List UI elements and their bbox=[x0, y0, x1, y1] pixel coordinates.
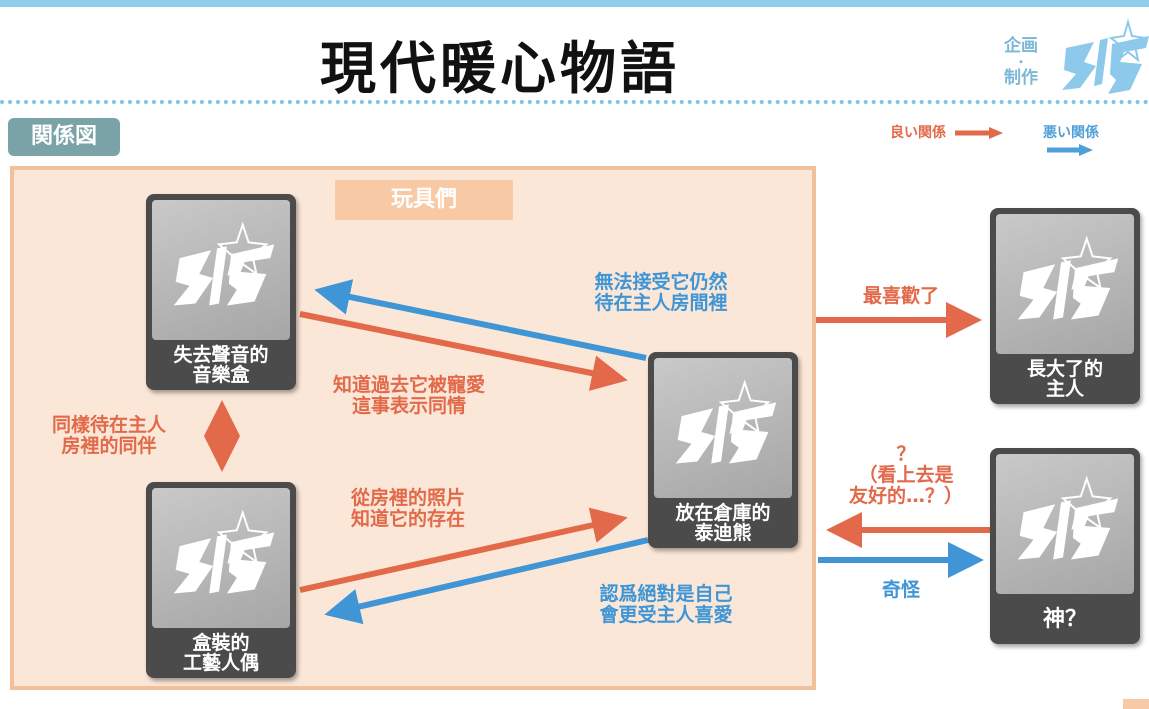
logo-315-icon bbox=[1017, 235, 1119, 320]
card-music-box-label: 失去聲音的 音樂盒 bbox=[173, 344, 269, 386]
legend-bad-arrow-icon bbox=[1047, 144, 1093, 156]
arrow-music-to-teddy bbox=[299, 311, 628, 391]
annotation-teddy-to-owner: 最喜歡了 bbox=[862, 285, 939, 307]
annotation-teddy-to-doll: 認爲絕對是自己 會更受主人喜愛 bbox=[599, 583, 733, 626]
header-divider bbox=[0, 100, 1149, 104]
placeholder-315-image bbox=[996, 214, 1134, 354]
section-tag: 関係図 bbox=[8, 118, 120, 156]
card-owner: 長大了的 主人 bbox=[990, 208, 1140, 404]
legend-bad-label: 悪い関係 bbox=[1043, 125, 1099, 141]
card-owner-label: 長大了的 主人 bbox=[1026, 358, 1103, 400]
arrow-doll-to-teddy bbox=[299, 507, 628, 593]
legend-bad: 悪い関係 bbox=[1043, 122, 1149, 158]
legend-good-arrow-icon bbox=[954, 127, 1003, 139]
legend-good-label: 良い関係 bbox=[890, 125, 946, 141]
placeholder-315-image bbox=[152, 488, 290, 628]
arrow-teddy-to-doll bbox=[324, 537, 649, 625]
annotation-music-to-teddy: 知道過去它被寵愛 這事表示同情 bbox=[332, 374, 485, 417]
logo-315-mark bbox=[1062, 18, 1149, 94]
logo-315-icon bbox=[173, 509, 275, 594]
placeholder-315-image bbox=[654, 358, 792, 498]
logo-315-icon bbox=[1017, 475, 1119, 560]
page-title: 現代暖心物語 bbox=[320, 37, 680, 102]
logo-315-icon bbox=[173, 221, 275, 306]
toys-group-label: 玩具們 bbox=[335, 180, 513, 220]
annotation-teddy-to-music: 無法接受它仍然 待在主人房間裡 bbox=[594, 271, 728, 314]
top-accent-bar bbox=[0, 0, 1149, 7]
annotation-music-doll: 同樣待在主人 房裡的同伴 bbox=[51, 414, 166, 457]
annotation-teddy-to-god: 奇怪 bbox=[881, 579, 920, 601]
logo-text-dot: ・ bbox=[1015, 55, 1028, 69]
card-god: 神？ bbox=[990, 448, 1140, 644]
arrow-teddy-to-music bbox=[314, 279, 647, 361]
corner-decoration bbox=[1123, 699, 1149, 709]
placeholder-315-image bbox=[996, 454, 1134, 594]
card-god-label: 神？ bbox=[1042, 607, 1087, 632]
card-teddy-label: 放在倉庫的 泰迪熊 bbox=[675, 502, 771, 544]
logo-315-icon bbox=[675, 379, 777, 464]
placeholder-315-image bbox=[152, 200, 290, 340]
logo-text-top: 企画 bbox=[1004, 36, 1038, 56]
logo-text-bottom: 制作 bbox=[1004, 68, 1038, 88]
production-logo: 企画 ・ 制作 bbox=[1000, 18, 1149, 102]
legend-good: 良い関係 bbox=[890, 122, 1003, 142]
card-doll: 盒裝的 工藝人偶 bbox=[146, 482, 296, 678]
annotation-god-to-teddy: ？ （看上去是 友好的…？） bbox=[848, 443, 963, 507]
card-teddy: 放在倉庫的 泰迪熊 bbox=[648, 352, 798, 548]
annotation-doll-to-teddy: 從房裡的照片 知道它的存在 bbox=[350, 487, 465, 530]
card-music-box: 失去聲音的 音樂盒 bbox=[146, 194, 296, 390]
card-doll-label: 盒裝的 工藝人偶 bbox=[182, 632, 259, 674]
